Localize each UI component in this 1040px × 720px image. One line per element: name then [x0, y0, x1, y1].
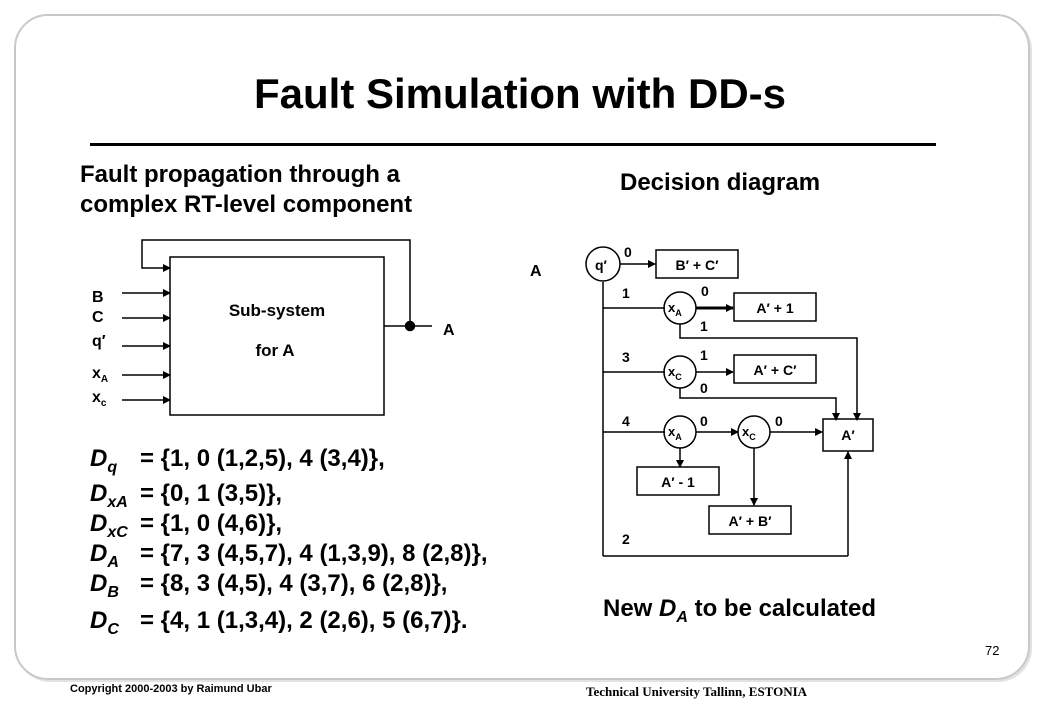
edge-label-xa1-1: 1 [700, 318, 708, 334]
feedback-junction-dot [404, 320, 416, 332]
output-label-a: A [443, 322, 455, 339]
terminal-apb-label: A′ + B′ [729, 513, 773, 529]
node-xc2 [737, 415, 771, 449]
node-xa1-label: xA [668, 300, 682, 318]
input-label-b: B [92, 289, 104, 306]
slide-frame [14, 14, 1030, 680]
edge-label-xc1-1: 1 [700, 347, 708, 363]
terminal-am1 [636, 466, 720, 496]
title-underline [90, 143, 936, 146]
subsystem-diagram [122, 239, 432, 416]
node-xa2-label: xA [668, 424, 682, 442]
feedback-line [141, 239, 411, 326]
edge-label-xa2-0: 0 [700, 413, 708, 429]
edge-label-xa1-0: 0 [701, 283, 709, 299]
institution-text: Technical University Tallinn, ESTONIA [586, 684, 808, 699]
equation-db: DB= {8, 3 (4,5), 4 (3,7), 6 (2,8)}, [90, 570, 448, 601]
equation-da: DA= {7, 3 (4,5,7), 4 (1,3,9), 8 (2,8)}, [90, 540, 488, 571]
edge-xa1-1 [679, 324, 861, 421]
equation-dxa: DxA= {0, 1 (3,5)}, [90, 480, 283, 511]
input-label-c: C [92, 309, 104, 326]
subsystem-label-line2: for A [255, 341, 294, 360]
node-q-label: q′ [595, 257, 608, 273]
terminal-apc-label: A′ + C′ [754, 362, 798, 378]
terminal-am1-label: A′ - 1 [661, 474, 695, 490]
node-xa1 [663, 291, 697, 325]
terminal-ap1-label: A′ + 1 [756, 300, 793, 316]
terminal-ap1 [733, 292, 817, 322]
subsystem-box [169, 256, 385, 416]
terminal-ap-label: A′ [841, 427, 855, 443]
left-heading: Fault propagation through a complex RT-l… [80, 160, 412, 220]
decision-diagram [585, 246, 874, 557]
edge-label-q1: 1 [622, 285, 630, 301]
terminal-ap [822, 418, 874, 452]
edge-label-q4: 4 [622, 413, 630, 429]
edge-label-q2: 2 [622, 531, 630, 547]
edge-xc1-0 [679, 388, 840, 421]
node-xc1 [663, 355, 697, 389]
subsystem-label-line1: Sub-system [229, 301, 325, 320]
edge-label-q0: 0 [624, 244, 632, 260]
edge-label-q3: 3 [622, 349, 630, 365]
right-heading: Decision diagram [620, 169, 821, 196]
dd-root-label: A [530, 263, 542, 280]
left-heading-line1: Fault propagation through a [80, 161, 400, 188]
input-label-xc: xc [92, 389, 107, 409]
slide-title: Fault Simulation with DD-s [254, 70, 786, 117]
terminal-bc [655, 249, 739, 279]
equation-dxc: DxC= {1, 0 (4,6)}, [90, 510, 283, 541]
edge-label-xc2-0: 0 [775, 413, 783, 429]
terminal-bc-label: B′ + C′ [676, 257, 720, 273]
input-label-q: q′ [92, 333, 106, 350]
equation-dq: Dq= {1, 0 (1,2,5), 4 (3,4)}, [90, 445, 385, 476]
copyright-text: Copyright 2000-2003 by Raimund Ubar [70, 683, 272, 695]
terminal-apc [733, 354, 817, 384]
left-heading-line2: complex RT-level component [80, 191, 413, 218]
page-number: 72 [985, 643, 1000, 658]
node-xc2-label: xC [742, 424, 756, 442]
terminal-apb [708, 505, 792, 535]
edge-label-xc1-0: 0 [700, 380, 708, 396]
new-da-caption: New DA to be calculated [603, 595, 876, 626]
node-xa2 [663, 415, 697, 449]
input-label-xa: xA [92, 365, 108, 385]
node-q [585, 246, 621, 282]
node-xc1-label: xC [668, 364, 682, 382]
equation-dc: DC= {4, 1 (1,3,4), 2 (2,6), 5 (6,7)}. [90, 607, 468, 638]
